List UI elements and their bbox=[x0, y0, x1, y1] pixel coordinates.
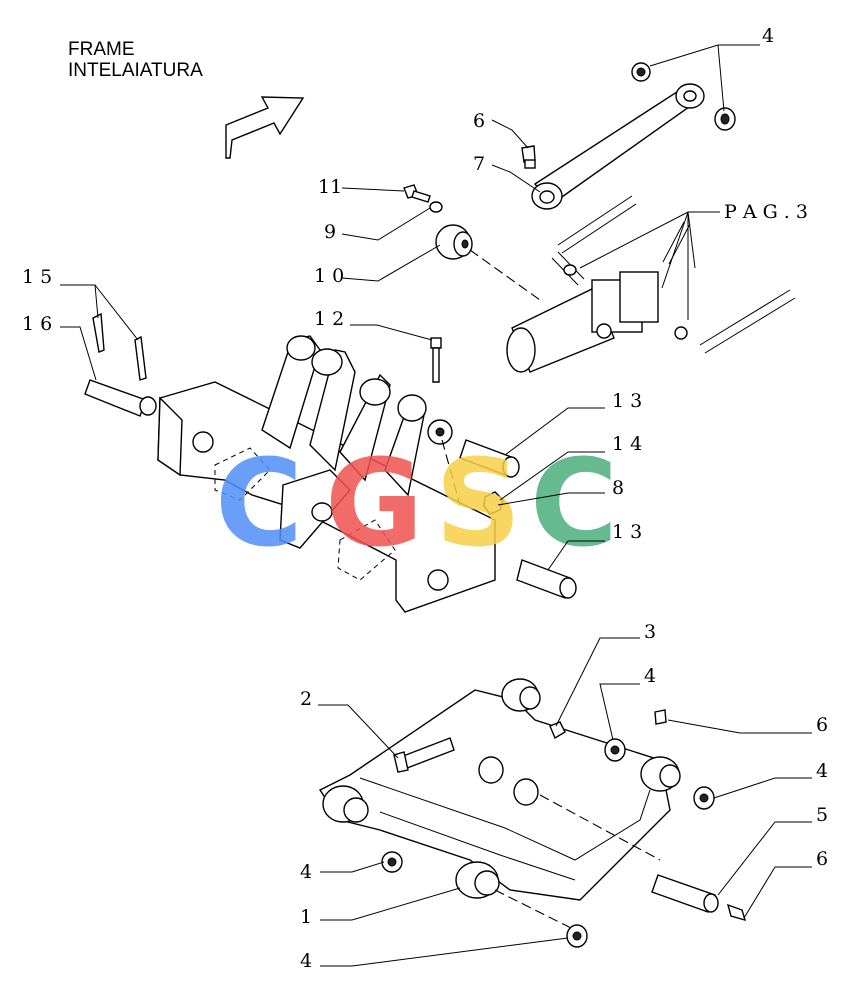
callout-3: 3 bbox=[644, 621, 656, 643]
clip-pins-and-pin bbox=[84, 312, 157, 417]
actuator-assembly bbox=[469, 195, 796, 373]
leader-lines bbox=[60, 44, 812, 967]
callout-9: 9 bbox=[324, 221, 336, 243]
watermark-cgsc: C G S C bbox=[215, 435, 618, 574]
upper-link-rod bbox=[521, 62, 736, 210]
callout-10: 1 0 bbox=[314, 265, 344, 287]
callout-8: 8 bbox=[612, 477, 624, 499]
callout-16: 1 6 bbox=[22, 313, 52, 335]
callout-2: 2 bbox=[300, 688, 312, 710]
callout-labels: 4 6 7 11 9 1 0 P A G . 3 1 5 1 6 1 2 1 3… bbox=[22, 25, 828, 972]
callout-14: 1 4 bbox=[612, 433, 642, 455]
callout-13-a: 1 3 bbox=[612, 390, 642, 412]
callout-6-c: 6 bbox=[816, 848, 828, 870]
callout-4-c: 4 bbox=[816, 760, 828, 782]
watermark-letter-g: G bbox=[325, 435, 424, 574]
callout-13-b: 1 3 bbox=[612, 521, 642, 543]
callout-4-d: 4 bbox=[300, 861, 312, 883]
callout-11: 11 bbox=[318, 176, 342, 198]
bolt-washer-flange bbox=[403, 184, 473, 260]
bolt-12 bbox=[430, 337, 442, 383]
callout-6-top: 6 bbox=[473, 110, 485, 132]
watermark-letter-s: S bbox=[435, 435, 521, 574]
callout-4-e: 4 bbox=[300, 950, 312, 972]
pins-13-and-nut-14 bbox=[441, 439, 577, 599]
direction-arrow-icon bbox=[225, 96, 305, 159]
title-intelaiatura: INTELAIATURA bbox=[68, 60, 203, 81]
callout-5: 5 bbox=[816, 804, 828, 826]
callout-7: 7 bbox=[473, 153, 485, 175]
callout-4-b: 4 bbox=[644, 665, 656, 687]
lower-cradle bbox=[318, 678, 747, 948]
watermark-letter-c2: C bbox=[530, 435, 618, 574]
callout-12: 1 2 bbox=[314, 308, 344, 330]
callout-4-top: 4 bbox=[762, 25, 774, 47]
title-frame: FRAME bbox=[68, 39, 135, 60]
main-frame bbox=[157, 335, 496, 613]
callout-pag-3: P A G . 3 bbox=[724, 201, 808, 223]
callout-15: 1 5 bbox=[22, 266, 52, 288]
watermark-letter-c1: C bbox=[215, 435, 303, 574]
callout-1: 1 bbox=[300, 906, 312, 928]
callout-6-b: 6 bbox=[816, 714, 828, 736]
